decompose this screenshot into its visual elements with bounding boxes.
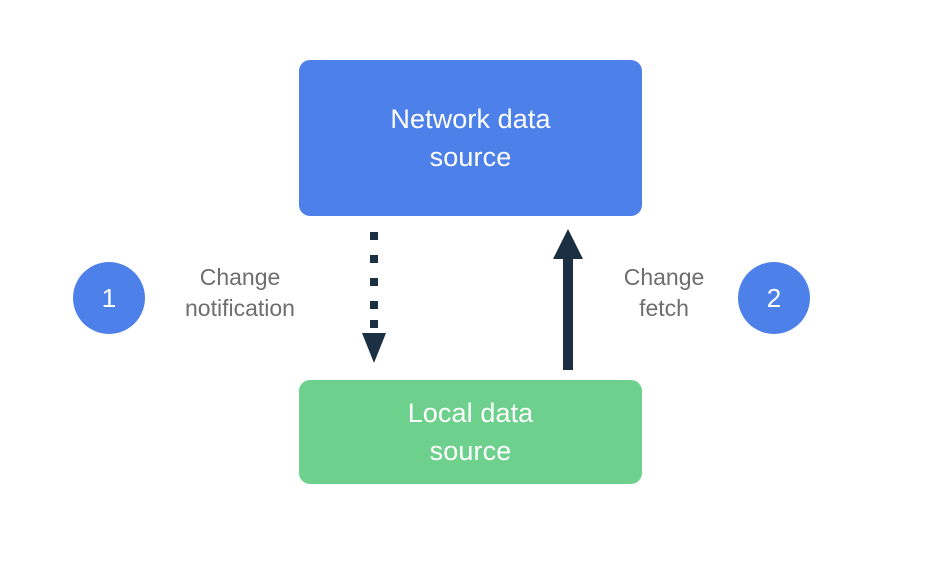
dotted-segment: [370, 320, 378, 328]
dotted-segment: [370, 255, 378, 263]
dotted-segment: [370, 301, 378, 309]
step-badge-2[interactable]: 2: [738, 262, 810, 334]
step-badge-1-number: 1: [101, 283, 117, 313]
node-local-data-source[interactable]: Local data source: [299, 380, 642, 484]
node-network-data-source-label: Network data source: [390, 104, 551, 172]
node-local-data-source-label: Local data source: [407, 398, 534, 466]
arrowhead-up-icon: [553, 229, 583, 259]
change-fetch-arrow: [553, 229, 583, 370]
step-badge-1[interactable]: 1: [73, 262, 145, 334]
arrow-shaft: [563, 254, 573, 370]
caption-change-notification: Change notification: [185, 264, 295, 321]
dotted-segment: [370, 232, 378, 240]
change-notification-arrow: [362, 232, 386, 363]
caption-change-fetch: Change fetch: [623, 264, 705, 321]
step-badge-2-number: 2: [766, 283, 782, 313]
arrowhead-down-icon: [362, 333, 386, 363]
node-network-data-source[interactable]: Network data source: [299, 60, 642, 216]
dotted-segment: [370, 278, 378, 286]
